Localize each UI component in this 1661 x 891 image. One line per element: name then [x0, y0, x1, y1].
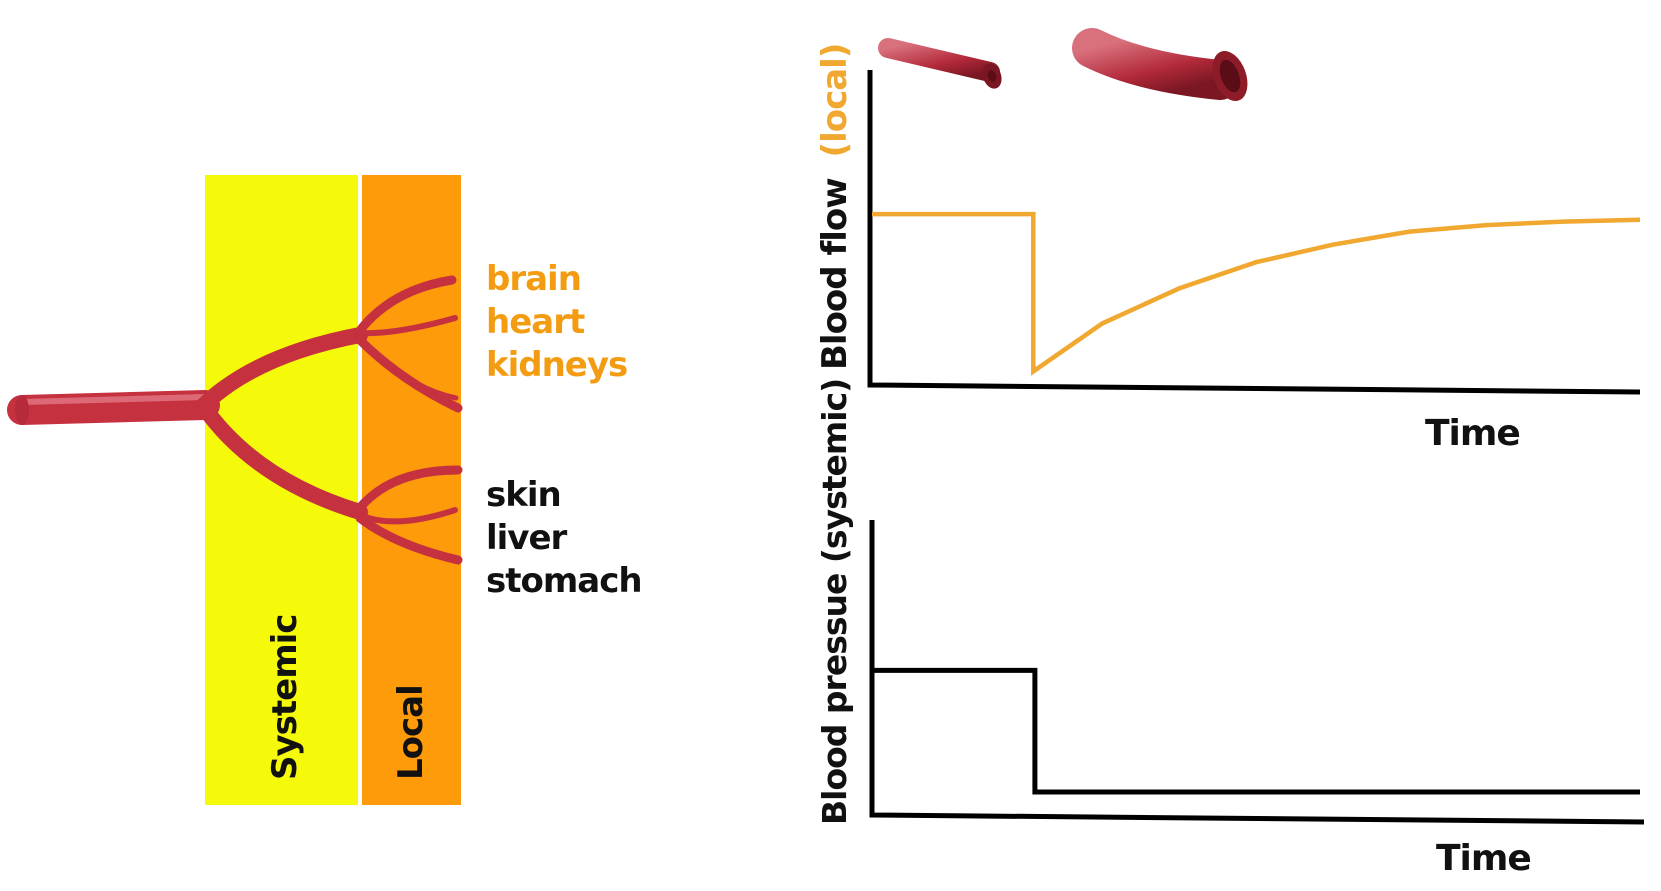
branch-lower — [195, 398, 368, 520]
flow-ylabel-main: Blood flow — [815, 178, 855, 370]
branch-brain — [353, 275, 457, 338]
systemic-zone — [205, 175, 358, 805]
pressure-axes — [869, 520, 1645, 825]
blood-flow-chart: Blood flow (local) Time — [815, 28, 1641, 454]
pressure-ylabel: Blood pressue (systemic) — [815, 379, 854, 825]
flow-axes — [867, 70, 1641, 395]
branch-upper — [195, 327, 368, 414]
branch-liver — [357, 507, 458, 525]
flow-ylabel-qualifier: (local) — [815, 44, 855, 158]
organ-label-skin: skin — [486, 475, 561, 515]
organ-label-kidneys: kidneys — [486, 345, 627, 385]
local-label: Local — [391, 685, 431, 780]
branch-skin — [353, 465, 463, 515]
organ-label-brain: brain — [486, 259, 581, 299]
constricted-vessel-icon — [878, 38, 1002, 89]
main-artery — [7, 390, 220, 425]
pressure-line — [874, 667, 1640, 795]
main-artery-highlight — [19, 394, 208, 405]
organ-label-liver: liver — [486, 518, 568, 558]
artery-opening — [15, 395, 29, 425]
branch-kidneys-2 — [392, 365, 459, 401]
organ-label-heart: heart — [486, 302, 585, 342]
vessel-tree — [7, 275, 463, 565]
pressure-xlabel: Time — [1436, 838, 1531, 879]
branch-stomach — [355, 513, 463, 565]
branch-heart — [355, 315, 458, 337]
flow-line — [872, 211, 1641, 376]
organ-label-stomach: stomach — [486, 561, 642, 601]
systemic-label: Systemic — [265, 615, 305, 780]
flow-ylabel: Blood flow (local) — [815, 44, 855, 370]
blood-pressure-chart: Blood pressue (systemic) Time — [815, 379, 1645, 879]
flow-xlabel: Time — [1425, 413, 1520, 454]
dilated-vessel-icon — [1072, 28, 1248, 102]
